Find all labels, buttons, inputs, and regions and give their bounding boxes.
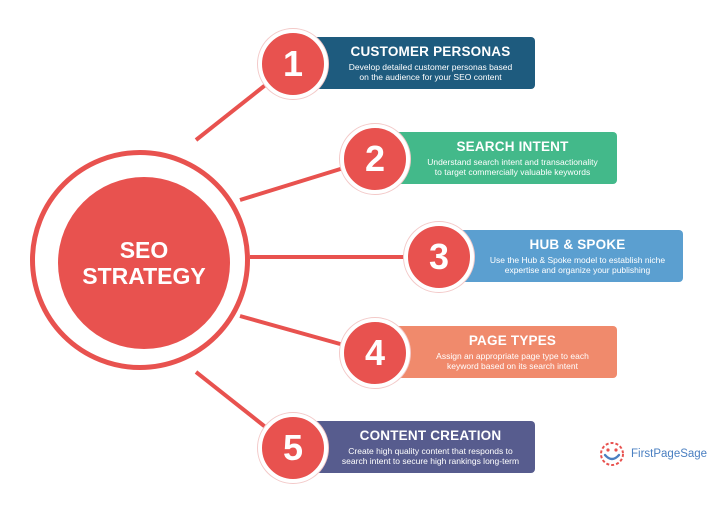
step-title: SEARCH INTENT — [456, 139, 569, 154]
step-card-5: CONTENT CREATION Create high quality con… — [290, 421, 535, 473]
brand-logo: FirstPageSage — [597, 441, 707, 467]
step-desc-line1: Develop detailed customer personas based — [348, 62, 513, 72]
brand-logo-text: FirstPageSage — [631, 448, 708, 460]
step-card-4: PAGE TYPES Assign an appropriate page ty… — [372, 326, 617, 378]
hub-circle: SEO STRATEGY — [58, 177, 230, 349]
step-title: HUB & SPOKE — [529, 237, 626, 252]
step-number-badge-2: 2 — [340, 124, 410, 194]
step-desc-line1: Create high quality content that respond… — [348, 446, 513, 456]
step-desc-line2: keyword based on its search intent — [447, 361, 578, 371]
step-number: 3 — [428, 236, 450, 277]
step-desc-line2: on the audience for your SEO content — [359, 72, 502, 82]
step-desc-line2: to target commercially valuable keywords — [434, 167, 591, 177]
step-title: PAGE TYPES — [468, 333, 557, 348]
step-number-badge-5: 5 — [258, 413, 328, 483]
step-desc-line2: search intent to secure high rankings lo… — [341, 456, 520, 466]
step-card-1: CUSTOMER PERSONAS Develop detailed custo… — [290, 37, 535, 89]
step-number: 5 — [282, 427, 304, 468]
step-desc-line2: expertise and organize your publishing — [504, 265, 651, 275]
hub-title-line2: STRATEGY — [82, 263, 206, 289]
step-number-badge-1: 1 — [258, 29, 328, 99]
step-title: CUSTOMER PERSONAS — [350, 44, 511, 59]
step-title: CONTENT CREATION — [359, 428, 502, 443]
step-number: 4 — [364, 332, 386, 373]
step-number: 1 — [282, 43, 304, 84]
step-card-2: SEARCH INTENT Understand search intent a… — [372, 132, 617, 184]
step-card-3: HUB & SPOKE Use the Hub & Spoke model to… — [436, 230, 683, 282]
step-desc-line1: Understand search intent and transaction… — [427, 157, 598, 167]
step-number: 2 — [364, 138, 386, 179]
step-desc-line1: Assign an appropriate page type to each — [436, 351, 589, 361]
step-number-badge-3: 3 — [404, 222, 474, 292]
step-number-badge-4: 4 — [340, 318, 410, 388]
hub-title-line1: SEO — [119, 237, 169, 263]
smile-logo-icon — [600, 442, 624, 466]
step-desc-line1: Use the Hub & Spoke model to establish n… — [489, 255, 666, 265]
